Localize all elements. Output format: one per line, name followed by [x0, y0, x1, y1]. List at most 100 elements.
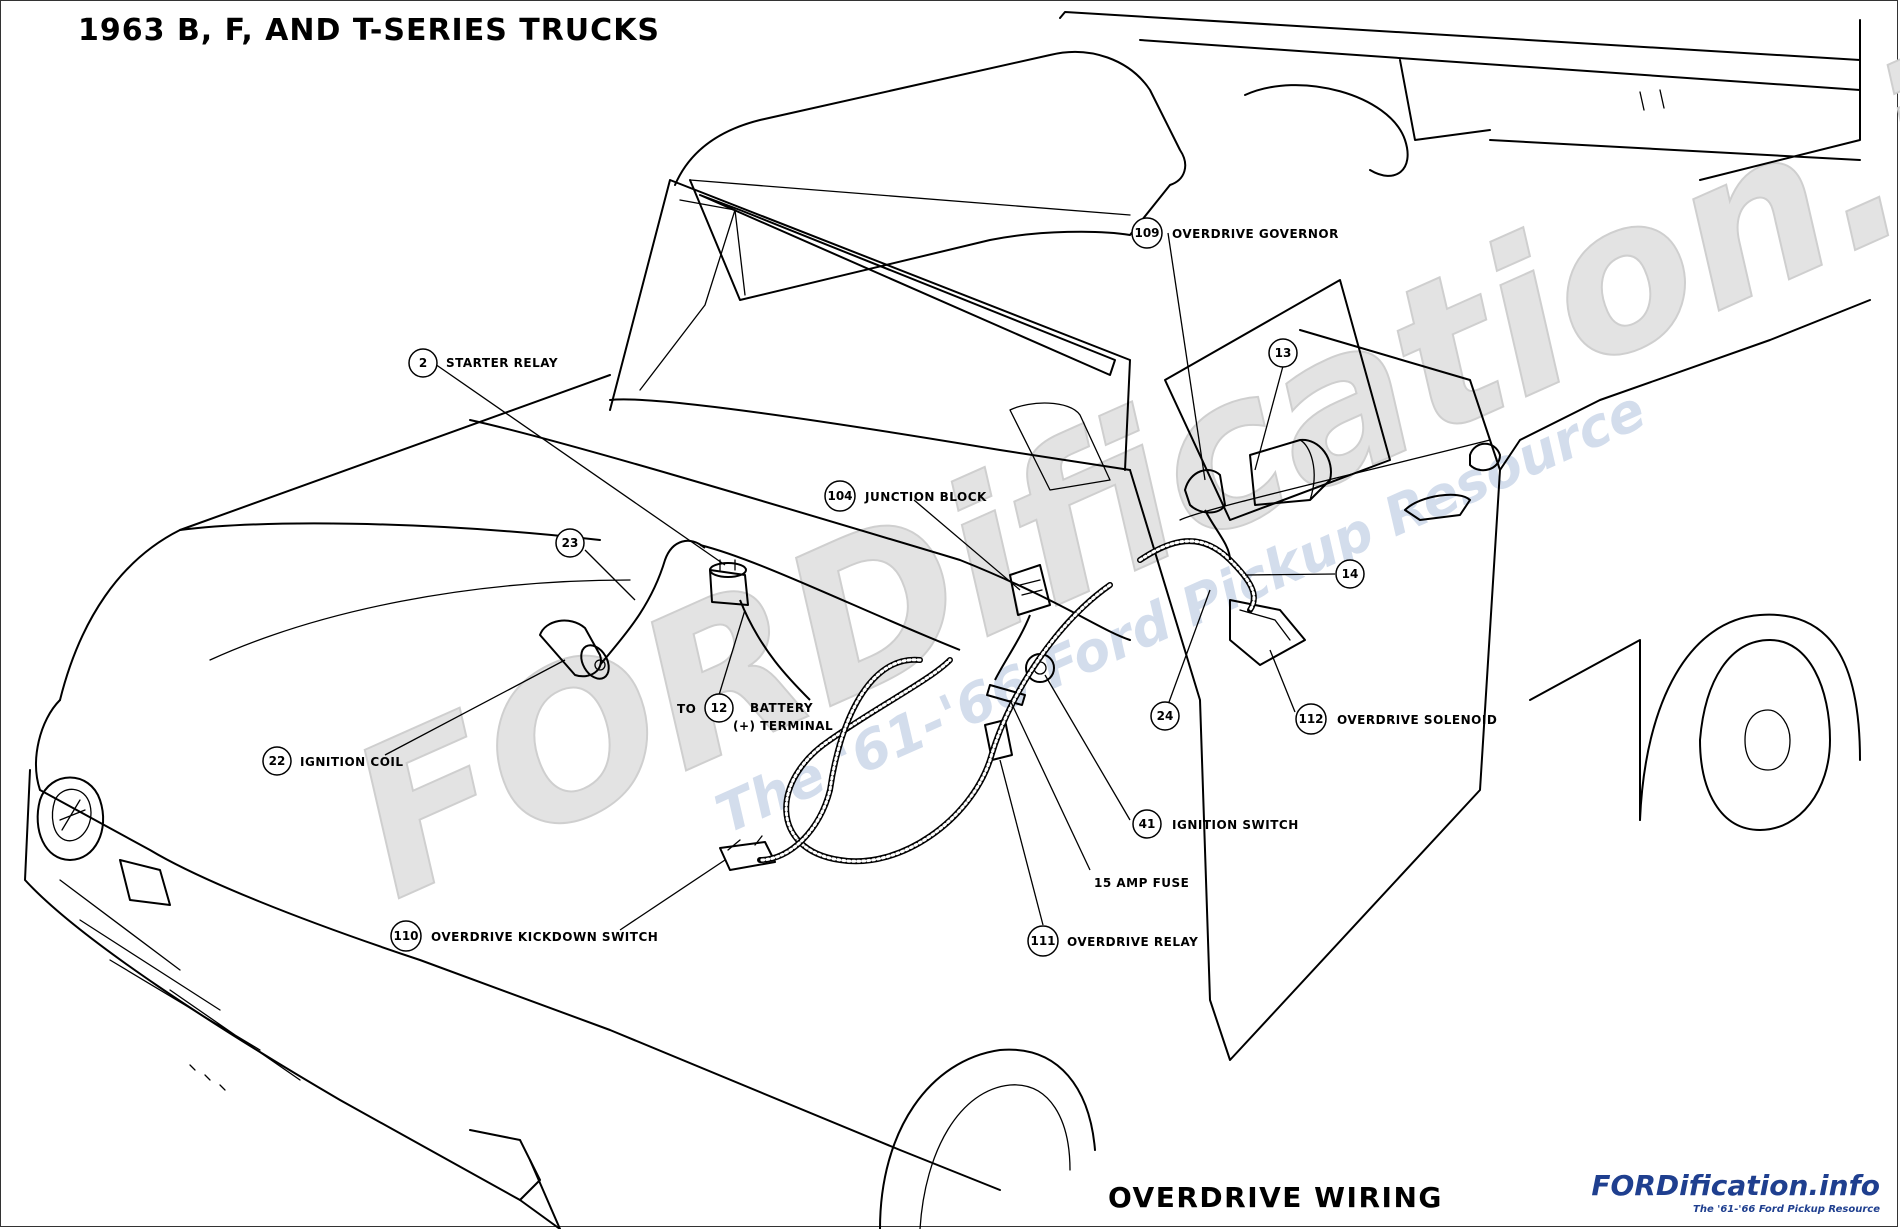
windshield-pillar	[734, 209, 746, 296]
junction-block-part	[1009, 564, 1051, 616]
callout-label: OVERDRIVE KICKDOWN SWITCH	[431, 930, 658, 944]
leader-lines	[384, 232, 1336, 931]
cab-roof	[674, 50, 1187, 301]
windshield-glass	[699, 194, 1116, 376]
junction-wire	[994, 614, 1031, 681]
windshield-inner	[639, 199, 736, 391]
callout-104: 104 JUNCTION BLOCK	[824, 480, 987, 512]
callout-number: 13	[1275, 346, 1292, 360]
callout-12: TO 12 BATTERY (+) TERMINAL	[677, 693, 833, 733]
callout-label: STARTER RELAY	[446, 356, 558, 370]
hood-center-line	[209, 579, 631, 661]
callout-41: 41 IGNITION SWITCH	[1132, 809, 1299, 839]
callout-110: 110 OVERDRIVE KICKDOWN SWITCH	[390, 920, 658, 952]
grille-bars	[59, 879, 301, 1081]
bed-front	[1399, 59, 1491, 141]
watermark-main: FORDification.info	[318, 0, 1900, 945]
callout-number: 14	[1342, 567, 1359, 581]
bed-side	[1699, 19, 1861, 181]
callout-label: BATTERY	[750, 701, 813, 715]
callout-number: 24	[1157, 709, 1174, 723]
front-fender-top	[35, 699, 1001, 1191]
callout-number: 104	[827, 489, 852, 503]
callout-prefix: TO	[677, 702, 696, 716]
callout-15-amp-fuse: 15 AMP FUSE	[1094, 876, 1189, 890]
kickdown-switch-part	[719, 835, 776, 871]
wiring-harness	[599, 509, 1257, 865]
cab-back	[1499, 299, 1871, 471]
page-title: 1963 B, F, AND T-SERIES TRUCKS	[78, 13, 660, 48]
callout-112: 112 OVERDRIVE SOLENOID	[1295, 703, 1497, 735]
governor-wire	[1204, 509, 1231, 561]
callout-label: JUNCTION BLOCK	[864, 490, 987, 504]
relay-to-battery-wire	[739, 599, 811, 701]
bumper-corner	[469, 1129, 541, 1201]
fordification-logo: FORDification.info The '61-'66 Ford Pick…	[1591, 1169, 1880, 1215]
callout-number: 22	[269, 754, 286, 768]
body-side-line	[1179, 439, 1491, 521]
callout-number: 109	[1134, 226, 1159, 240]
cowl-wire	[699, 544, 961, 651]
watermark: FORDification.info The '61-'66 Ford Pick…	[317, 0, 1900, 946]
diagram-subtitle: OVERDRIVE WIRING	[1108, 1181, 1443, 1214]
hood-rear-edge	[469, 419, 1131, 641]
rear-fender-step	[1529, 639, 1641, 821]
vent-window	[1009, 402, 1111, 491]
callout-22: 22 IGNITION COIL	[262, 746, 404, 776]
callout-label: IGNITION COIL	[300, 755, 404, 769]
bed-rail-inner	[1139, 39, 1861, 91]
callout-number: 23	[562, 536, 579, 550]
door-handle	[1404, 493, 1471, 521]
callout-111: 111 OVERDRIVE RELAY	[1027, 925, 1198, 957]
callout-23: 23	[555, 528, 585, 558]
callout-suffix: (+) TERMINAL	[733, 719, 833, 733]
rear-wheel-arch	[1639, 613, 1861, 821]
logo-tagline: The '61-'66 Ford Pickup Resource	[1693, 1204, 1880, 1215]
overdrive-governor-part	[1184, 469, 1226, 514]
headlight-bezel	[36, 776, 105, 861]
callout-2: 2 STARTER RELAY	[408, 348, 558, 378]
fuel-cap	[1469, 442, 1501, 472]
callout-number: 110	[393, 929, 418, 943]
front-tire	[919, 1084, 1071, 1229]
callout-number: 2	[419, 356, 427, 370]
fuse-part	[986, 684, 1026, 706]
overdrive-relay-part	[984, 719, 1013, 761]
grille-outline	[24, 769, 561, 1229]
rear-tire	[1699, 639, 1831, 831]
ignition-coil-part	[539, 619, 610, 680]
hood-front-crease	[179, 522, 601, 541]
callout-109: 109 OVERDRIVE GOVERNOR	[1131, 217, 1339, 249]
callout-number: 111	[1030, 934, 1055, 948]
fender-dots	[189, 1064, 226, 1091]
logo-main: FORDification.info	[1591, 1169, 1880, 1202]
callout-14: 14	[1335, 559, 1365, 589]
parking-lamp	[119, 859, 171, 906]
overdrive-solenoid-part	[1229, 599, 1306, 666]
door-outline	[1129, 329, 1501, 1061]
callout-13: 13	[1268, 338, 1298, 368]
callout-label: OVERDRIVE SOLENOID	[1337, 713, 1497, 727]
callout-label: OVERDRIVE GOVERNOR	[1172, 227, 1339, 241]
headlight-lens	[51, 788, 92, 842]
bed-floor-line	[1489, 139, 1861, 161]
callout-number: 112	[1298, 712, 1323, 726]
callout-label: 15 AMP FUSE	[1094, 876, 1189, 890]
bed-stake-pocket	[1639, 89, 1665, 111]
front-bumper-lamp	[529, 1159, 561, 1229]
callout-label: OVERDRIVE RELAY	[1067, 935, 1198, 949]
roof-drip	[689, 179, 1131, 216]
starter-relay-part	[709, 559, 749, 606]
callout-label: IGNITION SWITCH	[1172, 818, 1299, 832]
callout-24: 24	[1150, 701, 1180, 731]
spare-tire	[1244, 84, 1409, 177]
coil-to-relay-wire	[599, 539, 706, 666]
bed-rail-top	[1059, 11, 1861, 61]
rear-hub	[1744, 709, 1791, 771]
front-wheel-arch	[879, 1048, 1096, 1229]
callout-number: 12	[711, 701, 728, 715]
components	[539, 438, 1332, 871]
cowl-line	[609, 398, 1131, 471]
